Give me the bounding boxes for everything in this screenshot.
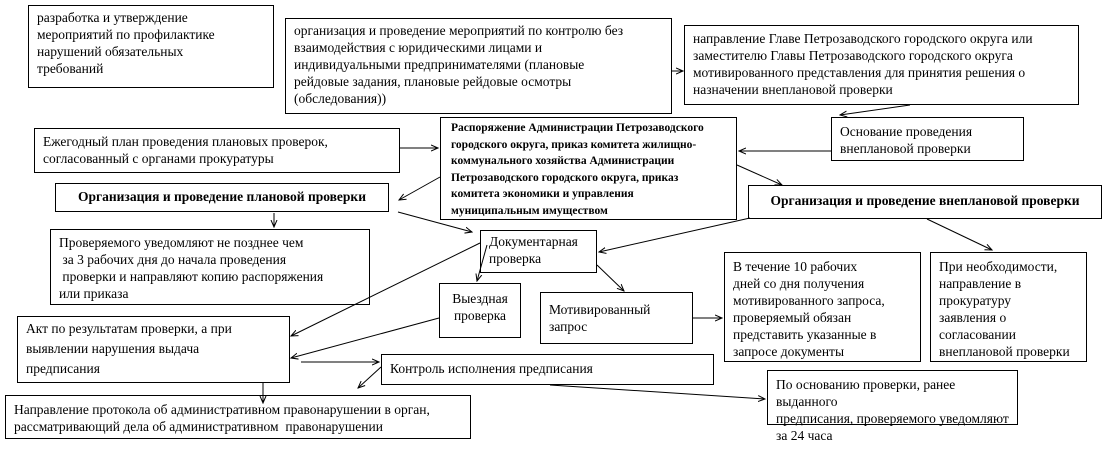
- arrow-documentary-to-request: [596, 264, 624, 291]
- box-text: По основанию проверки, ранее выданного п…: [776, 377, 1009, 443]
- arrow-documentary-to-field: [477, 244, 488, 281]
- box-text: Распоряжение Администрации Петрозаводско…: [451, 122, 704, 217]
- box-text: Акт по результатам проверки, а при выявл…: [26, 321, 232, 376]
- arrow-documentary-to-act: [291, 242, 481, 336]
- box-prevention-measures: разработка и утверждение мероприятий по …: [28, 5, 274, 88]
- box-order: Распоряжение Администрации Петрозаводско…: [440, 117, 737, 220]
- box-text: Мотивированный запрос: [549, 302, 651, 334]
- box-protocol: Направление протокола об административно…: [5, 395, 471, 439]
- box-text: разработка и утверждение мероприятий по …: [37, 10, 215, 76]
- box-annual-plan: Ежегодный план проведения плановых прове…: [34, 128, 400, 173]
- box-text: В течение 10 рабочих дней со дня получен…: [733, 259, 885, 359]
- box-text: направление Главе Петрозаводского городс…: [693, 31, 1033, 97]
- box-text: При необходимости, направление в прокура…: [939, 259, 1070, 359]
- box-text: Документарная проверка: [489, 234, 578, 266]
- box-motivated-request: Мотивированный запрос: [540, 292, 693, 344]
- box-text: Направление протокола об административно…: [14, 402, 430, 434]
- arrow-field-to-act: [291, 317, 440, 358]
- box-execution-control: Контроль исполнения предписания: [381, 354, 714, 385]
- box-text: организация и проведение мероприятий по …: [294, 23, 624, 106]
- box-act: Акт по результатам проверки, а при выявл…: [17, 316, 290, 383]
- arrow-order-to-scheduled: [399, 176, 441, 200]
- box-notice-24h: По основанию проверки, ранее выданного п…: [767, 370, 1018, 443]
- arrow-unscheduled-to-prosecutor: [926, 218, 992, 250]
- box-ten-days: В течение 10 рабочих дней со дня получен…: [724, 252, 921, 362]
- box-text: Организация и проведение внеплановой про…: [770, 193, 1080, 208]
- box-unscheduled-inspection: Организация и проведение внеплановой про…: [748, 185, 1102, 219]
- box-unscheduled-basis: Основание проведения внеплановой проверк…: [831, 117, 1024, 161]
- arrow-submission-to-basis: [840, 104, 911, 115]
- box-prosecutor: При необходимости, направление в прокура…: [930, 252, 1087, 362]
- box-control-without-interaction: организация и проведение мероприятий по …: [285, 18, 672, 114]
- box-scheduled-inspection: Организация и проведение плановой провер…: [55, 183, 389, 212]
- box-text: Основание проведения внеплановой проверк…: [840, 124, 973, 156]
- arrow-execution-to-protocol: [358, 366, 382, 388]
- box-notification: Проверяемого уведомляют не позднее чем з…: [50, 229, 370, 305]
- box-field-check: Выездная проверка: [439, 283, 521, 338]
- box-text: Организация и проведение плановой провер…: [77, 189, 366, 204]
- box-text: Выездная проверка: [452, 291, 508, 323]
- box-motivated-submission: направление Главе Петрозаводского городс…: [684, 25, 1079, 105]
- arrow-scheduled-to-documentary: [397, 211, 472, 232]
- box-text: Проверяемого уведомляют не позднее чем з…: [59, 235, 324, 301]
- arrow-execution-to-notice: [549, 384, 765, 399]
- arrow-order-to-unscheduled: [736, 164, 782, 185]
- arrow-unscheduled-to-documentary: [599, 217, 751, 252]
- box-text: Контроль исполнения предписания: [390, 361, 593, 376]
- box-text: Ежегодный план проведения плановых прове…: [43, 134, 328, 166]
- box-documentary-check: Документарная проверка: [480, 230, 597, 273]
